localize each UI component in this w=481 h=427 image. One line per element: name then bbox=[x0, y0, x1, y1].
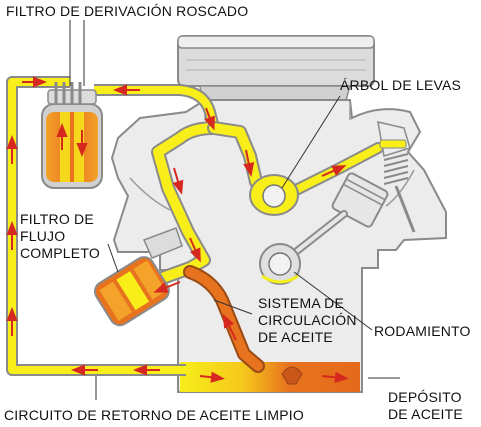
label-bypass-filter: FILTRO DE DERIVACIÓN ROSCADO bbox=[6, 3, 248, 19]
label-circulation-system-1: SISTEMA DE bbox=[258, 295, 344, 311]
leader-lines bbox=[69, 20, 400, 400]
camshaft bbox=[249, 174, 299, 216]
label-oil-sump-1: DEPÓSITO bbox=[388, 389, 462, 405]
label-camshaft: ÁRBOL DE LEVAS bbox=[340, 77, 461, 93]
piston bbox=[284, 172, 389, 262]
label-circulation-system-2: CIRCULACIÓN bbox=[258, 312, 357, 328]
label-oil-sump-2: DE ACEITE bbox=[388, 406, 463, 422]
valve-train bbox=[377, 121, 416, 233]
label-bearing: RODAMIENTO bbox=[374, 323, 471, 339]
label-full-flow-filter-3: COMPLETO bbox=[20, 245, 100, 261]
label-return-circuit: CIRCUITO DE RETORNO DE ACEITE LIMPIO bbox=[4, 407, 304, 423]
label-full-flow-filter-1: FILTRO DE bbox=[20, 211, 94, 227]
crank-bearing bbox=[259, 243, 301, 285]
diagram-labels: FILTRO DE DERIVACIÓN ROSCADO ÁRBOL DE LE… bbox=[4, 3, 471, 423]
full-flow-filter bbox=[93, 227, 183, 327]
bypass-filter bbox=[41, 82, 103, 189]
label-circulation-system-3: DE ACEITE bbox=[258, 329, 333, 345]
label-full-flow-filter-2: FLUJO bbox=[20, 228, 65, 244]
flow-arrows bbox=[6, 76, 349, 383]
